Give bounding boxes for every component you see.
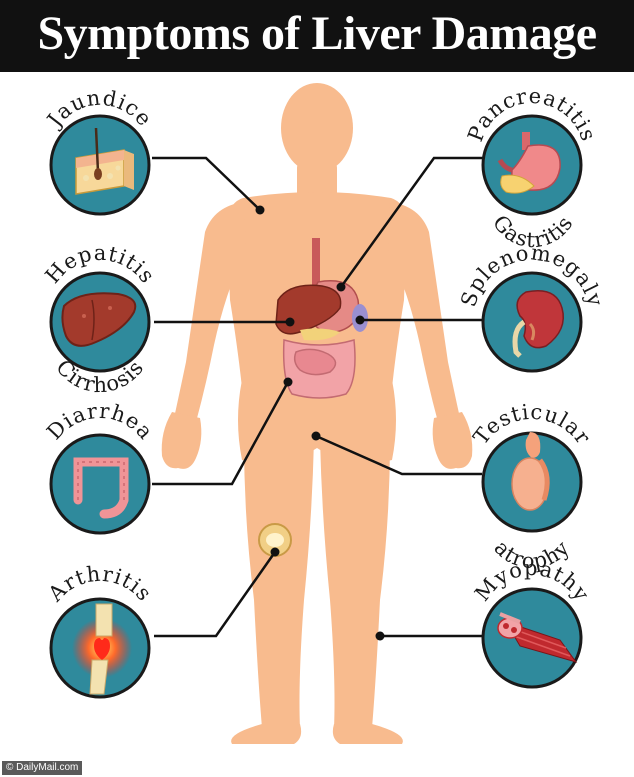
stomach-icon xyxy=(497,132,561,194)
skin-layer-icon xyxy=(75,127,134,195)
symptom-myopathy: Myopathy xyxy=(470,556,593,689)
connector-testicular xyxy=(315,434,482,476)
right-hand xyxy=(432,412,473,469)
symptom-hepatitis-cirrhosis: Hepatitis Cirrhosis xyxy=(41,241,159,397)
connector-lines xyxy=(152,156,484,638)
spleen-icon xyxy=(512,290,564,358)
left-foot xyxy=(231,724,302,744)
credit-badge: © DailyMail.com xyxy=(2,761,83,775)
human-body xyxy=(161,83,473,744)
right-leg xyxy=(320,440,390,728)
body-intestines xyxy=(282,339,356,399)
liver-icon xyxy=(61,292,137,347)
symptom-arthritis: Arthritis xyxy=(43,562,156,699)
head xyxy=(281,83,353,173)
testicle-icon xyxy=(511,432,550,511)
esophagus xyxy=(312,238,320,288)
body-knee xyxy=(258,523,292,557)
symptom-pancreatitis-gastritis: Pancreatitis Gastritis xyxy=(463,84,600,252)
diarrhea-circle xyxy=(49,433,151,535)
diagram-canvas: Jaundice Pancreatitis Gastritis Hepatiti… xyxy=(41,83,607,744)
body-organs xyxy=(258,238,368,557)
neck xyxy=(297,160,337,200)
connector-diarrhea xyxy=(152,381,290,486)
left-hand xyxy=(161,412,202,469)
right-foot xyxy=(332,724,403,744)
right-arm xyxy=(388,202,460,422)
symptom-diarrhea: Diarrhea xyxy=(42,399,157,535)
body-pancreas xyxy=(300,328,340,341)
title-bar: Symptoms of Liver Damage xyxy=(0,0,634,72)
knee-joint-icon xyxy=(72,603,132,695)
connector-pancreatitis xyxy=(339,156,484,288)
left-leg xyxy=(244,440,314,728)
connector-jaundice xyxy=(152,156,261,211)
symptom-jaundice: Jaundice xyxy=(41,86,156,216)
colon-icon xyxy=(73,457,129,519)
left-arm xyxy=(174,202,246,422)
connector-arthritis xyxy=(154,551,277,638)
symptom-splenomegaly: Splenomegaly xyxy=(456,240,607,373)
page-title: Symptoms of Liver Damage xyxy=(37,7,597,60)
connector-dots xyxy=(255,205,385,641)
muscle-fiber-icon xyxy=(497,612,578,663)
symptom-testicular-atrophy: Testicular atrophy xyxy=(469,400,595,574)
